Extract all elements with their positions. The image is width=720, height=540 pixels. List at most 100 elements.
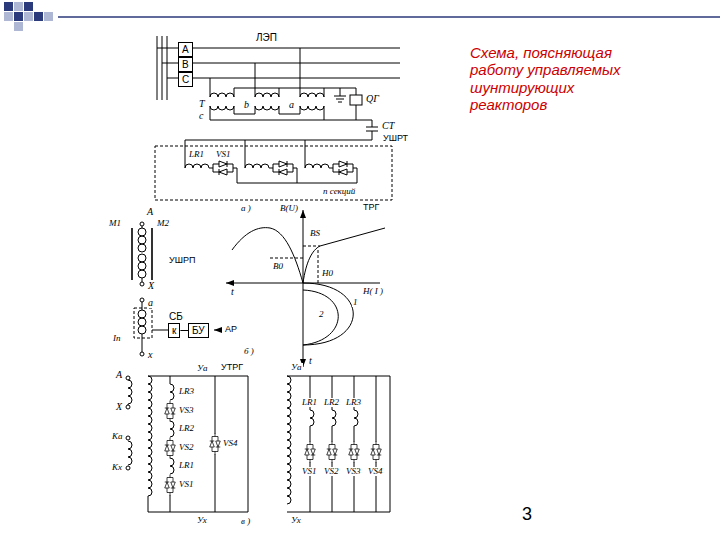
schematic-label: A bbox=[115, 370, 123, 380]
characteristic-graph bbox=[226, 210, 385, 367]
power-circuit-part bbox=[210, 48, 300, 97]
power-circuit-part bbox=[155, 146, 392, 200]
transformer-reactor-part bbox=[287, 376, 291, 392]
schematic-label: УШРП bbox=[168, 256, 196, 265]
transformer-reactor-part bbox=[327, 442, 338, 463]
transformer-reactor-part bbox=[287, 472, 291, 488]
characteristic-graph-part bbox=[303, 283, 304, 367]
schematic-label: VS4 bbox=[222, 439, 239, 448]
transformer-reactor-part bbox=[287, 408, 291, 424]
transformer-reactor-part bbox=[287, 376, 390, 512]
schematic-label: LR2 bbox=[323, 398, 340, 407]
reactor-winding-part bbox=[138, 228, 142, 252]
schematic-label: H0 bbox=[321, 269, 334, 278]
corner-ornament-part bbox=[14, 12, 23, 21]
schematic-label: ЛЭП bbox=[255, 33, 278, 43]
schematic-label: LR1 bbox=[301, 398, 318, 407]
characteristic-graph-part bbox=[270, 246, 320, 283]
schematic-label: t bbox=[308, 356, 313, 366]
transformer-reactor-part bbox=[148, 400, 152, 424]
breaker-box: B bbox=[178, 57, 193, 72]
schematic-label: 1 bbox=[352, 298, 359, 307]
reactor-winding-part bbox=[140, 352, 144, 356]
reactor-winding-part bbox=[138, 310, 142, 334]
transformer-reactor-part bbox=[310, 410, 314, 426]
power-circuit-part bbox=[269, 161, 297, 175]
schematic-label: LR3 bbox=[345, 398, 362, 407]
transformer-reactor-part bbox=[148, 472, 152, 496]
power-circuit-part bbox=[209, 161, 237, 175]
breaker-box: БУ bbox=[188, 323, 209, 338]
corner-ornament bbox=[4, 2, 720, 31]
schematic-label: BS bbox=[309, 229, 321, 238]
schematic-label: T bbox=[198, 99, 206, 109]
schematic-label: VS1 bbox=[301, 467, 318, 476]
corner-ornament-part bbox=[14, 22, 23, 31]
transformer-reactor-part bbox=[170, 458, 174, 474]
characteristic-graph-part bbox=[303, 290, 338, 345]
schematic-label: б ) bbox=[243, 347, 255, 356]
power-circuit-part bbox=[210, 93, 234, 97]
block-label: БУ bbox=[192, 325, 205, 336]
power-circuit-part bbox=[300, 93, 324, 97]
schematic-label: в ) bbox=[240, 517, 251, 526]
corner-ornament-part bbox=[24, 12, 33, 21]
reactor-winding-part bbox=[142, 278, 143, 282]
page-number: 3 bbox=[521, 505, 533, 523]
schematic-label: Ух bbox=[196, 516, 208, 525]
power-circuit bbox=[155, 36, 400, 200]
schematic-label: VS1 bbox=[178, 480, 195, 489]
reactor-winding-part bbox=[132, 228, 152, 280]
transformer-reactor-part bbox=[148, 376, 152, 400]
reactor-winding bbox=[132, 222, 222, 356]
block-label: A bbox=[182, 44, 189, 55]
transformer-reactor-part bbox=[371, 442, 382, 463]
transformer-reactor-part bbox=[287, 440, 291, 456]
schematic-label: n секций bbox=[322, 187, 356, 196]
reactor-winding-part bbox=[152, 330, 168, 331]
schematic-label: VS2 bbox=[178, 443, 195, 452]
schematic-label: Ух bbox=[290, 516, 302, 525]
transformer-reactor-part bbox=[170, 421, 174, 437]
power-circuit-part bbox=[255, 106, 279, 110]
signal-wire bbox=[180, 330, 188, 331]
corner-ornament-part bbox=[58, 16, 720, 18]
corner-ornament-part bbox=[4, 12, 13, 21]
schematic-label: c bbox=[198, 111, 204, 121]
transformer-reactor-part bbox=[126, 436, 130, 440]
characteristic-graph-part bbox=[232, 228, 303, 283]
schematic-label: УТРГ bbox=[220, 363, 244, 372]
transformer-reactor-part bbox=[126, 405, 130, 409]
power-circuit-part bbox=[305, 164, 329, 168]
schematic-label: АР bbox=[224, 325, 238, 334]
power-circuit-part bbox=[185, 140, 372, 141]
transformer-reactor-part bbox=[165, 401, 176, 422]
breaker-box: A bbox=[178, 42, 193, 57]
schematic-label: VS4 bbox=[367, 467, 384, 476]
corner-ornament-part bbox=[34, 12, 43, 21]
corner-ornament-part bbox=[14, 2, 23, 11]
schematic-label: Уа bbox=[290, 363, 303, 372]
power-circuit-part bbox=[255, 93, 279, 97]
schematic-label: УШРТ bbox=[382, 134, 409, 143]
schematic-label: LR1 bbox=[188, 150, 205, 159]
transformer-reactor-part bbox=[287, 456, 291, 472]
schematic-label: B0 bbox=[272, 262, 284, 271]
transformer-reactor-part bbox=[332, 410, 336, 426]
power-circuit-part bbox=[350, 95, 362, 105]
schematic-label: a bbox=[288, 100, 295, 110]
power-circuit-part bbox=[210, 106, 324, 120]
transformer-reactor-part bbox=[305, 442, 316, 463]
reactor-winding-part bbox=[140, 282, 144, 286]
transformer-reactor-part bbox=[349, 442, 360, 463]
signal-block: СБк bbox=[168, 323, 180, 338]
schematic-label: VS1 bbox=[215, 150, 232, 159]
block-heading: СБ bbox=[168, 311, 184, 322]
corner-ornament-part bbox=[24, 2, 33, 11]
schematic-label: b bbox=[243, 100, 250, 110]
transformer-reactor-part bbox=[148, 448, 152, 472]
corner-ornament-part bbox=[4, 2, 13, 11]
block-label: к bbox=[172, 325, 176, 336]
